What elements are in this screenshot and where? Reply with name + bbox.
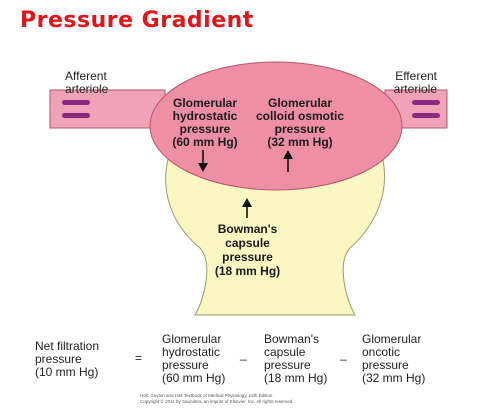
efferent-stripe xyxy=(412,113,440,118)
afferent-stripe xyxy=(62,100,90,105)
efferent-arteriole-vessel xyxy=(384,89,448,129)
bowmans-capsule-term: Bowman's capsule pressure (18 mm Hg) xyxy=(264,332,328,385)
bowmans-capsule-shape xyxy=(165,151,385,316)
copyright-credit: Hall: Guyton and Hall Textbook of Medica… xyxy=(140,393,294,404)
page-title: Pressure Gradient xyxy=(20,8,254,33)
hydrostatic-arrowhead xyxy=(198,163,208,172)
afferent-arteriole-vessel xyxy=(49,89,166,129)
efferent-stripe xyxy=(412,100,440,105)
glomerular-oncotic-term: Glomerular oncotic pressure (32 mm Hg) xyxy=(362,332,426,385)
glomerular-hydrostatic-term: Glomerular hydrostatic pressure (60 mm H… xyxy=(162,332,226,385)
glomerular-colloid-osmotic-pressure-label: Glomerular colloid osmotic pressure (32 … xyxy=(255,96,344,149)
net-filtration-pressure-term: Net filtration pressure (10 mm Hg) xyxy=(35,339,100,379)
minus-sign: _ xyxy=(340,347,347,361)
glomerular-hydrostatic-pressure-label: Glomerular hydrostatic pressure (60 mm H… xyxy=(172,96,238,149)
minus-sign: _ xyxy=(240,347,247,361)
afferent-stripe xyxy=(62,113,90,118)
bowman-arrowhead xyxy=(242,198,252,207)
osmotic-arrowhead xyxy=(283,150,293,159)
bowmans-capsule-pressure-label: Bowman's capsule pressure (18 mm Hg) xyxy=(214,222,281,278)
afferent-arteriole-label: Afferent arteriole xyxy=(65,69,109,96)
efferent-arteriole-label: Efferent arteriole xyxy=(393,69,437,96)
equals-sign: = xyxy=(135,351,143,365)
glomerulus-shape xyxy=(149,61,403,191)
